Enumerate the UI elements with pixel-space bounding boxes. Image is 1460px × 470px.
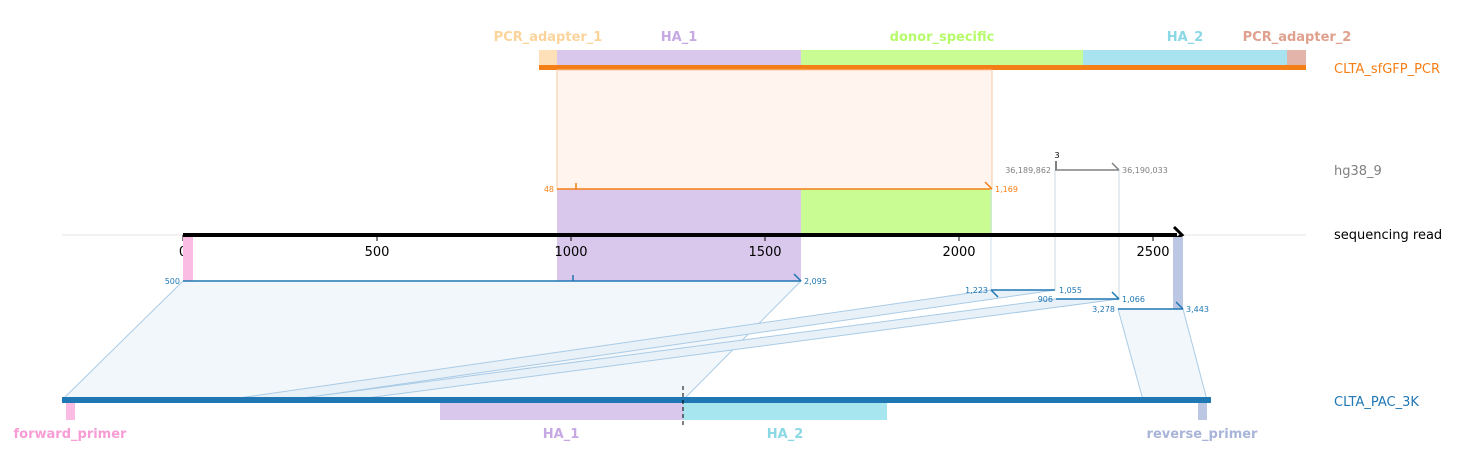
read-tick-label: 500 <box>365 245 390 260</box>
pcr-alignment-end: 1,169 <box>995 185 1018 194</box>
track-label-genome: hg38_9 <box>1334 164 1382 179</box>
pcr-read-projection <box>556 69 993 190</box>
pcr-adapter-2-block <box>1287 50 1306 67</box>
plasmid-alignment-start: 1,223 <box>965 286 988 295</box>
plasmid-alignment-end: 3,443 <box>1186 305 1209 314</box>
pcr-ha2-block <box>1083 50 1287 67</box>
plasmid-feature-label: HA_1 <box>543 427 580 442</box>
pcr-alignment: 48 1,169 <box>544 181 1018 194</box>
track-labels: CLTA_sfGFP_PCR hg38_9 sequencing read CL… <box>1334 62 1442 410</box>
pcr-feature-label: HA_2 <box>1167 30 1204 45</box>
plasmid-reverse-primer-block <box>1198 403 1207 420</box>
pcr-product-group: PCR_adapter_1 HA_1 donor_specific HA_2 P… <box>494 30 1352 70</box>
plasmid-alignment-end: 1,055 <box>1059 286 1082 295</box>
pcr-alignment-start: 48 <box>544 185 554 194</box>
plasmid-ha2-block <box>683 403 887 420</box>
read-tick-label: 1000 <box>554 245 587 260</box>
read-tick-label: 2500 <box>1136 245 1169 260</box>
plasmid-feature-label: forward_primer <box>14 427 128 442</box>
plasmid-alignment-start: 500 <box>165 277 180 286</box>
track-label-plasmid: CLTA_PAC_3K <box>1334 395 1419 410</box>
plasmid-alignment-end: 2,095 <box>804 277 827 286</box>
read-tick-label: 1500 <box>748 245 781 260</box>
plasmid-projection-4 <box>1117 308 1208 401</box>
plasmid-feature-label: reverse_primer <box>1147 427 1259 442</box>
pcr-alignment-arrow <box>984 181 993 190</box>
plasmid-ha1-block <box>440 403 683 420</box>
plasmid-alignment-start: 3,278 <box>1092 305 1115 314</box>
track-label-pcr: CLTA_sfGFP_PCR <box>1334 62 1440 77</box>
read-ha1-lower-projection <box>557 235 801 281</box>
pcr-track-line <box>539 65 1306 70</box>
pcr-feature-label: donor_specific <box>890 30 995 45</box>
plasmid-alignment-arrow <box>1111 291 1120 300</box>
plasmid-alignment-arrow <box>1175 301 1184 310</box>
pcr-donor-specific-block <box>801 50 1083 67</box>
read-axis-group: 0 500 1000 1500 2000 2500 <box>62 225 1306 309</box>
genome-alignment-end: 36,190,033 <box>1122 166 1168 175</box>
genome-alignment: 3 36,189,862 36,190,033 <box>1005 151 1168 300</box>
read-forward-primer-projection <box>183 237 193 281</box>
read-tick-label: 2000 <box>942 245 975 260</box>
plasmid-alignment-arrow <box>990 289 999 298</box>
track-label-read: sequencing read <box>1334 228 1442 243</box>
plasmid-alignment-end: 1,066 <box>1122 295 1145 304</box>
read-ha1-projection <box>557 189 801 235</box>
genome-alignment-start: 36,189,862 <box>1005 166 1051 175</box>
genome-mismatch-label: 3 <box>1054 151 1059 160</box>
pcr-ha1-block <box>557 50 801 67</box>
plasmid-forward-primer-block <box>66 403 75 420</box>
plasmid-feature-label: HA_2 <box>767 427 804 442</box>
pcr-adapter-1-block <box>539 50 557 67</box>
plasmid-alignments: 500 2,095 1,223 1,055 906 1,066 3,278 3,… <box>165 273 1209 314</box>
pcr-feature-label: HA_1 <box>661 30 698 45</box>
plasmid-track-line <box>62 397 1211 403</box>
read-ticks: 0 500 1000 1500 2000 2500 <box>179 235 1170 260</box>
plasmid-alignment-arrow <box>793 273 802 282</box>
read-reverse-primer-projection <box>1173 237 1183 309</box>
read-donor-projection <box>801 189 992 235</box>
plasmid-alignment-start: 906 <box>1038 295 1053 304</box>
genome-alignment-arrow <box>1111 162 1120 171</box>
plasmid-track-group: forward_primer HA_1 HA_2 reverse_primer <box>14 386 1259 442</box>
pcr-feature-label: PCR_adapter_1 <box>494 30 603 45</box>
pcr-feature-label: PCR_adapter_2 <box>1243 30 1352 45</box>
